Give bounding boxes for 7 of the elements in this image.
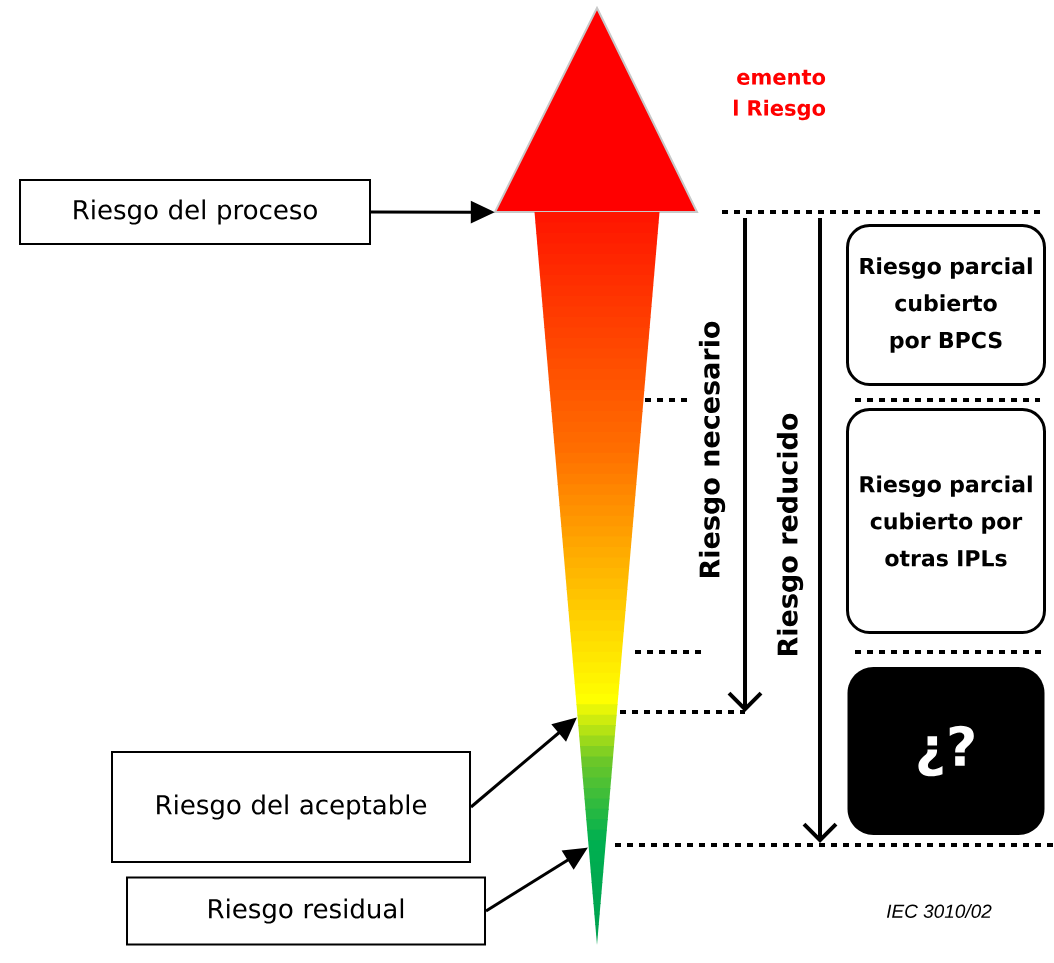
text-box: Riesgo residual [126,876,486,946]
rounded-box: Riesgo parcial cubierto por BPCS [846,224,1046,386]
text-box: Riesgo del aceptable [111,751,471,863]
rounded-box: ¿? [847,667,1045,835]
text-box: Riesgo del proceso [19,179,371,245]
dimension-label: Riesgo reducido [776,413,804,656]
rounded-box: Riesgo parcial cubierto por otras IPLs [846,408,1046,634]
